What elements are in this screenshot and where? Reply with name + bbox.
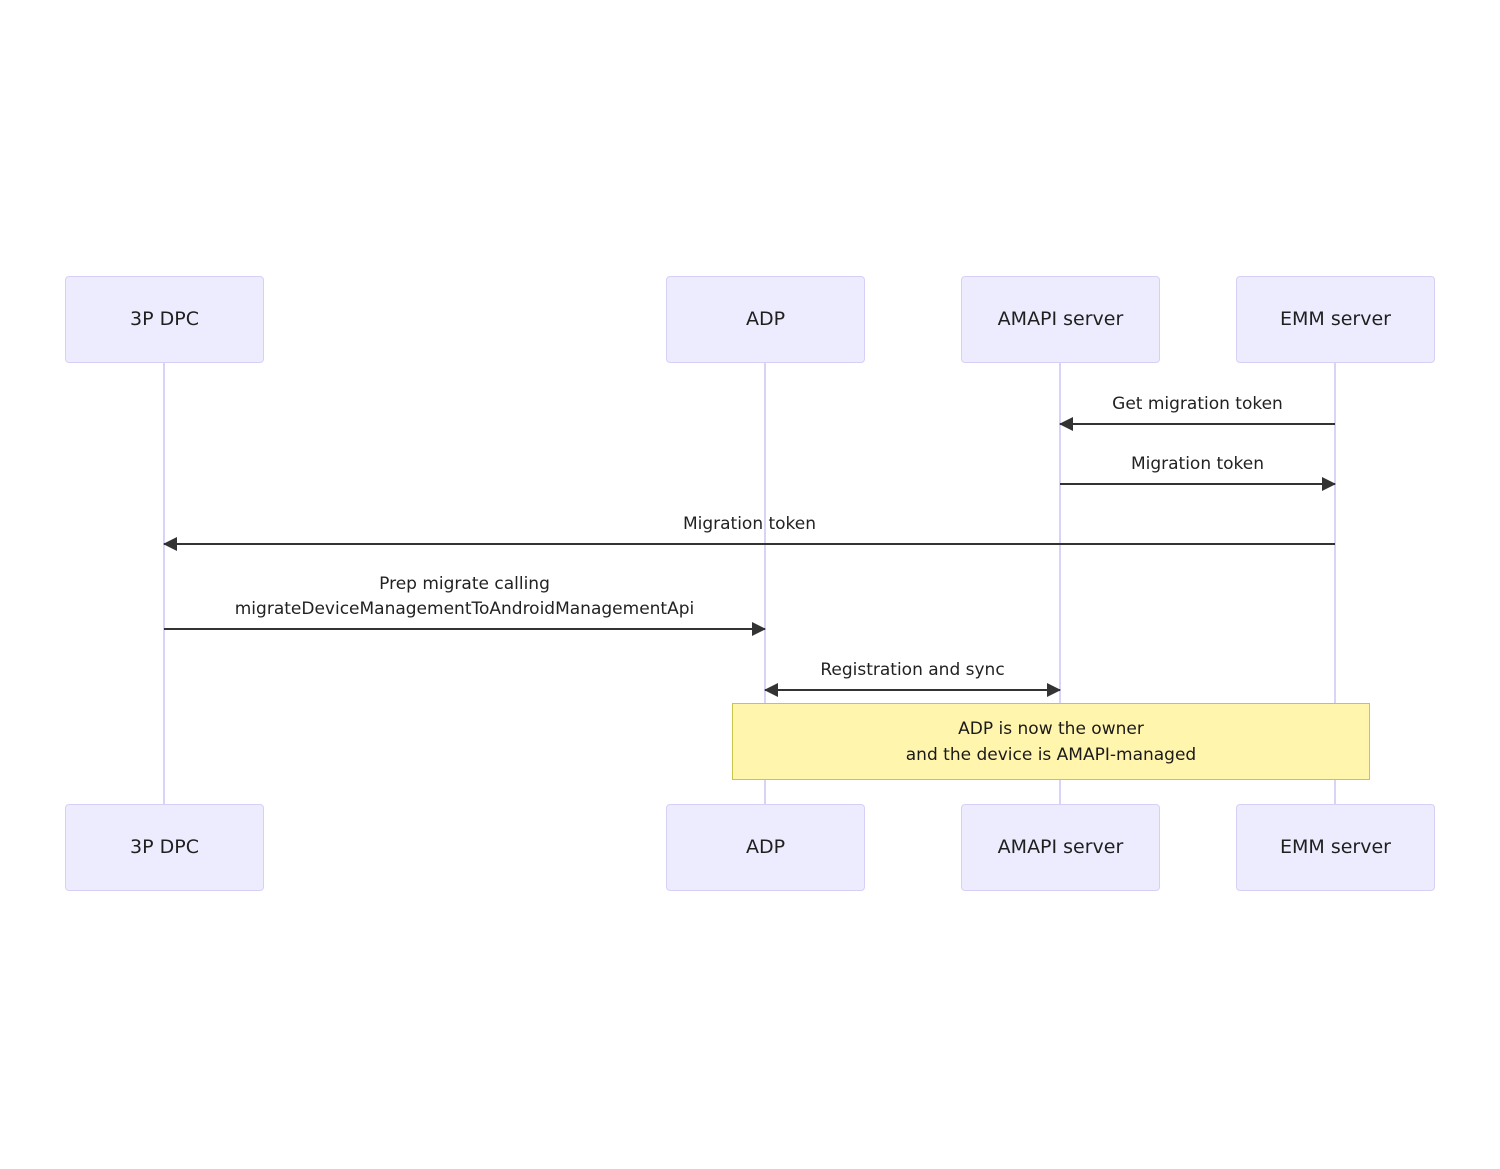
arrowhead-left-icon — [1059, 417, 1073, 431]
lifeline-amapi — [1059, 363, 1061, 804]
participant-label: ADP — [745, 308, 786, 331]
participant-top-adp[interactable]: ADP — [666, 276, 865, 363]
participant-label: 3P DPC — [130, 836, 199, 859]
message-label: Migration token — [1130, 454, 1265, 474]
arrowhead-right-icon — [752, 622, 766, 636]
participant-top-dpc[interactable]: 3P DPC — [65, 276, 264, 363]
message-line — [164, 628, 765, 630]
participant-bottom-emm[interactable]: EMM server — [1236, 804, 1435, 891]
note-line-2: and the device is AMAPI-managed — [905, 744, 1197, 765]
message-line — [765, 689, 1060, 691]
arrowhead-right-icon — [1322, 477, 1336, 491]
participant-top-emm[interactable]: EMM server — [1236, 276, 1435, 363]
lifeline-adp — [764, 363, 766, 804]
message-line — [1060, 423, 1335, 425]
participant-label: EMM server — [1280, 308, 1391, 331]
lifeline-emm — [1334, 363, 1336, 804]
arrowhead-right-icon — [1047, 683, 1061, 697]
arrowhead-left-icon — [764, 683, 778, 697]
participant-label: EMM server — [1280, 836, 1391, 859]
note-adp-owner: ADP is now the owner and the device is A… — [732, 703, 1370, 780]
participant-label: AMAPI server — [997, 836, 1124, 859]
arrowhead-left-icon — [163, 537, 177, 551]
participant-label: 3P DPC — [130, 308, 199, 331]
message-line — [164, 543, 1335, 545]
participant-bottom-adp[interactable]: ADP — [666, 804, 865, 891]
message-label: Prep migrate calling migrateDeviceManage… — [234, 574, 695, 619]
message-label: Registration and sync — [820, 660, 1005, 680]
lifeline-dpc — [163, 363, 165, 804]
participant-label: ADP — [745, 836, 786, 859]
note-line-1: ADP is now the owner — [958, 718, 1144, 739]
participant-bottom-amapi[interactable]: AMAPI server — [961, 804, 1160, 891]
participant-label: AMAPI server — [997, 308, 1124, 331]
message-label: Migration token — [682, 514, 817, 534]
participant-bottom-dpc[interactable]: 3P DPC — [65, 804, 264, 891]
participant-top-amapi[interactable]: AMAPI server — [961, 276, 1160, 363]
message-label: Get migration token — [1112, 394, 1283, 414]
message-line — [1060, 483, 1335, 485]
